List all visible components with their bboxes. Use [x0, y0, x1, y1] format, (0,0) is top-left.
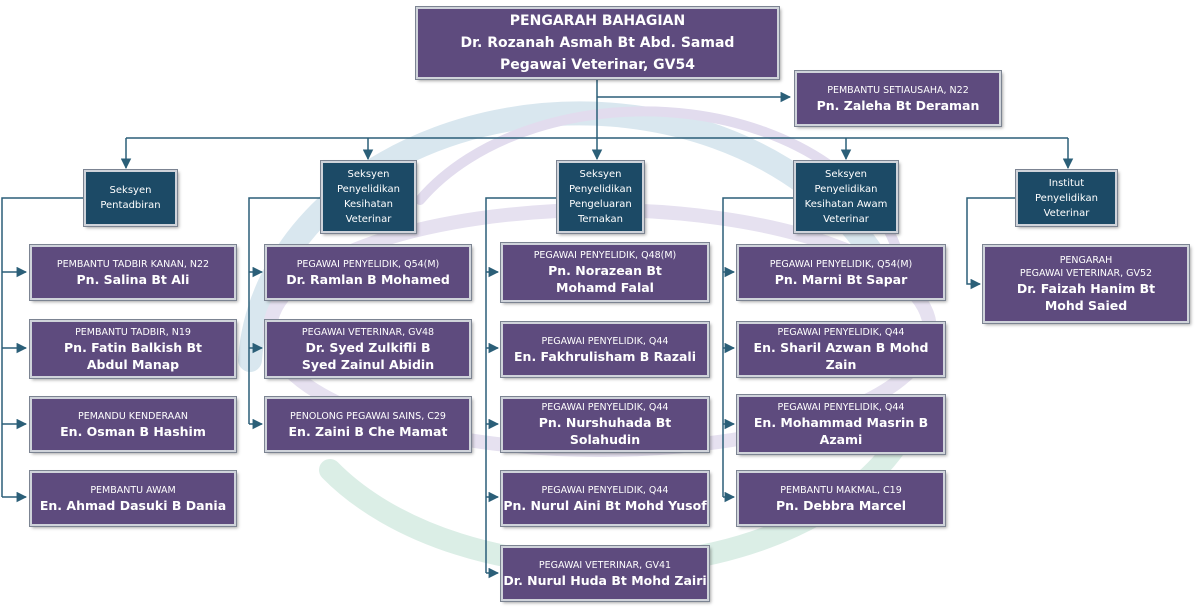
staff-title: PEGAWAI PENYELIDIK, Q44	[777, 327, 905, 338]
staff-box: PEMBANTU MAKMAL, C19 Pn. Debbra Marcel	[737, 471, 945, 526]
staff-title: PENOLONG PEGAWAI SAINS, C29	[290, 410, 446, 422]
section-institut-penyelidikan: Institut Penyelidikan Veterinar	[1016, 170, 1117, 226]
staff-title: PEMBANTU MAKMAL, C19	[780, 484, 902, 496]
staff-name: Pn. Norazean Bt Mohamd Falal	[548, 263, 662, 295]
director-box: PENGARAH BAHAGIAN Dr. Rozanah Asmah Bt A…	[416, 7, 779, 79]
assistant-box: PEMBANTU SETIAUSAHA, N22 Pn. Zaleha Bt D…	[795, 71, 1001, 126]
staff-title: PEMBANTU TADBIR, N19	[75, 326, 191, 338]
staff-title: PEGAWAI VETERINAR, GV48	[301, 326, 435, 338]
staff-name: Dr. Ramlan B Mohamed	[286, 271, 450, 287]
staff-box: PEGAWAI VETERINAR, GV41 Dr. Nurul Huda B…	[501, 546, 709, 601]
staff-name: Dr. Faizah Hanim Bt Mohd Saied	[1016, 281, 1156, 313]
staff-box: PEGAWAI PENYELIDIK, Q44 En. Sharil Azwan…	[737, 322, 945, 377]
section-kesihatan-awam-veterinar: Seksyen Penyelidikan Kesihatan Awam Vete…	[794, 161, 898, 233]
staff-box: PEMANDU KENDERAAN En. Osman B Hashim	[30, 397, 236, 452]
staff-name: Dr. Syed Zulkifli B Syed Zainul Abidin	[301, 339, 435, 372]
staff-name: Dr. Nurul Huda Bt Mohd Zairi	[503, 572, 707, 588]
staff-box: PEGAWAI VETERINAR, GV48 Dr. Syed Zulkifl…	[265, 320, 471, 378]
staff-name: En. Mohammad Masrin B Azami	[753, 415, 929, 447]
staff-box: PEGAWAI PENYELIDIK, Q44 En. Mohammad Mas…	[737, 395, 945, 454]
staff-title: PEGAWAI PENYELIDIK, Q54(M)	[296, 258, 440, 270]
staff-title: PEGAWAI PENYELIDIK, Q54(M)	[769, 258, 913, 270]
staff-box: PEGAWAI PENYELIDIK, Q54(M) Dr. Ramlan B …	[265, 245, 471, 300]
staff-box: PEMBANTU TADBIR, N19 Pn. Fatin Balkish B…	[30, 320, 236, 378]
staff-name: En. Ahmad Dasuki B Dania	[39, 497, 227, 513]
staff-name: Pn. Marni Bt Sapar	[774, 271, 908, 287]
staff-box: PENOLONG PEGAWAI SAINS, C29 En. Zaini B …	[265, 397, 471, 452]
staff-name: Pn. Zaleha Bt Deraman	[816, 97, 980, 113]
staff-title: PEGAWAI PENYELIDIK, Q44	[541, 335, 669, 347]
staff-box: PENGARAH PEGAWAI VETERINAR, GV52 Dr. Fai…	[983, 245, 1189, 323]
section-pentadbiran: Seksyen Pentadbiran	[84, 170, 177, 226]
staff-box: PEMBANTU TADBIR KANAN, N22 Pn. Salina Bt…	[30, 245, 236, 300]
section-pengeluaran-ternakan: Seksyen Penyelidikan Pengeluaran Ternaka…	[557, 161, 644, 233]
section-kesihatan-veterinar: Seksyen Penyelidikan Kesihatan Veterinar	[321, 161, 416, 233]
staff-name: En. Osman B Hashim	[60, 423, 206, 439]
staff-name: Pn. Salina Bt Ali	[76, 271, 190, 287]
staff-title: PENGARAH PEGAWAI VETERINAR, GV52	[1019, 255, 1153, 279]
staff-name: En. Fakhrulisham B Razali	[514, 348, 696, 364]
director-text: PENGARAH BAHAGIAN Dr. Rozanah Asmah Bt A…	[460, 13, 735, 73]
staff-title: PEMANDU KENDERAAN	[77, 410, 189, 422]
staff-name: En. Zaini B Che Mamat	[288, 423, 448, 439]
staff-box: PEGAWAI PENYELIDIK, Q54(M) Pn. Marni Bt …	[737, 245, 945, 300]
staff-title: PEGAWAI VETERINAR, GV41	[538, 559, 672, 571]
staff-title: PEMBANTU TADBIR KANAN, N22	[56, 258, 210, 270]
staff-name: Pn. Nurul Aini Bt Mohd Yusof	[503, 497, 707, 513]
staff-name: Pn. Nurshuhada Bt Solahudin	[538, 415, 672, 447]
staff-box: PEGAWAI PENYELIDIK, Q44 Pn. Nurul Aini B…	[501, 471, 709, 526]
staff-name: Pn. Fatin Balkish Bt Abdul Manap	[64, 339, 202, 372]
staff-box: PEGAWAI PENYELIDIK, Q44 En. Fakhrulisham…	[501, 322, 709, 377]
staff-title: PEMBANTU AWAM	[90, 484, 176, 496]
staff-box: PEMBANTU AWAM En. Ahmad Dasuki B Dania	[30, 471, 236, 526]
staff-box: PEGAWAI PENYELIDIK, Q44 Pn. Nurshuhada B…	[501, 397, 709, 452]
staff-name: Pn. Debbra Marcel	[775, 497, 907, 513]
staff-title: PEGAWAI PENYELIDIK, Q48(M)	[533, 250, 677, 261]
staff-title: PEGAWAI PENYELIDIK, Q44	[541, 402, 669, 413]
staff-title: PEGAWAI PENYELIDIK, Q44	[541, 484, 669, 496]
staff-box: PEGAWAI PENYELIDIK, Q48(M) Pn. Norazean …	[501, 243, 709, 302]
staff-title: PEMBANTU SETIAUSAHA, N22	[827, 84, 969, 96]
staff-title: PEGAWAI PENYELIDIK, Q44	[777, 402, 905, 413]
staff-name: En. Sharil Azwan B Mohd Zain	[753, 340, 929, 372]
